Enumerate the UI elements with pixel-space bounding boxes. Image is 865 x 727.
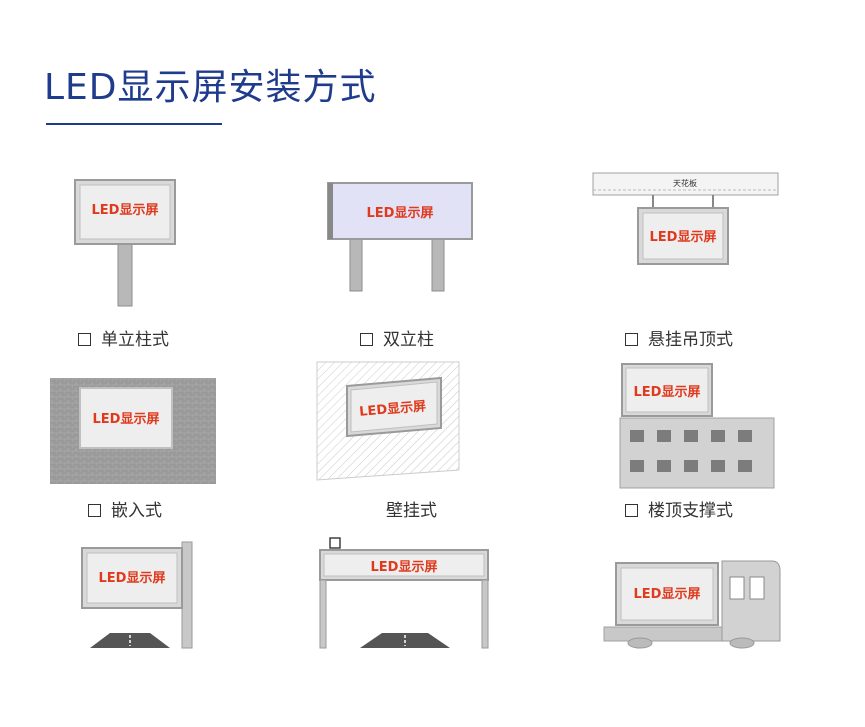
caption-rooftop-support: 楼顶支撑式 — [625, 496, 733, 521]
single-pillar-illustration: LED显示屏 — [74, 179, 176, 307]
screen-label: LED显示屏 — [359, 399, 427, 420]
screen-label: LED显示屏 — [371, 560, 438, 575]
screen-label: LED显示屏 — [367, 206, 434, 221]
title-underline — [46, 123, 222, 125]
caption-single-pillar: 单立柱式 — [78, 325, 169, 350]
caption-embedded: 嵌入式 — [88, 496, 162, 521]
screen-label: LED显示屏 — [99, 571, 166, 586]
screen-label: LED显示屏 — [634, 385, 701, 400]
double-pillar-illustration: LED显示屏 — [327, 182, 473, 292]
checkbox-icon — [88, 504, 101, 517]
checkbox-icon — [625, 504, 638, 517]
caption-ceiling-hanging: 悬挂吊顶式 — [625, 325, 733, 350]
checkbox-icon — [78, 333, 91, 346]
wall-mount-illustration: LED显示屏 — [316, 361, 460, 481]
roadside-pole-illustration: LED显示屏 — [81, 541, 193, 649]
ceiling-label: 天花板 — [673, 178, 697, 188]
vehicle-mounted-illustration: LED显示屏 — [603, 560, 781, 649]
gantry-illustration: LED显示屏 — [319, 537, 489, 649]
rooftop-support-illustration: LED显示屏 — [619, 363, 775, 489]
screen-label: LED显示屏 — [650, 230, 717, 245]
page-title: LED显示屏安装方式 — [44, 67, 377, 108]
caption-double-pillar: 双立柱 — [360, 325, 434, 350]
ceiling-hanging-illustration: 天花板 LED显示屏 — [592, 172, 779, 265]
screen-label: LED显示屏 — [93, 412, 160, 427]
embedded-illustration: LED显示屏 — [50, 378, 216, 484]
screen-label: LED显示屏 — [634, 587, 701, 602]
caption-wall-mount: 壁挂式 — [386, 501, 437, 521]
checkbox-icon — [625, 333, 638, 346]
screen-label: LED显示屏 — [92, 203, 159, 218]
checkbox-icon — [360, 333, 373, 346]
